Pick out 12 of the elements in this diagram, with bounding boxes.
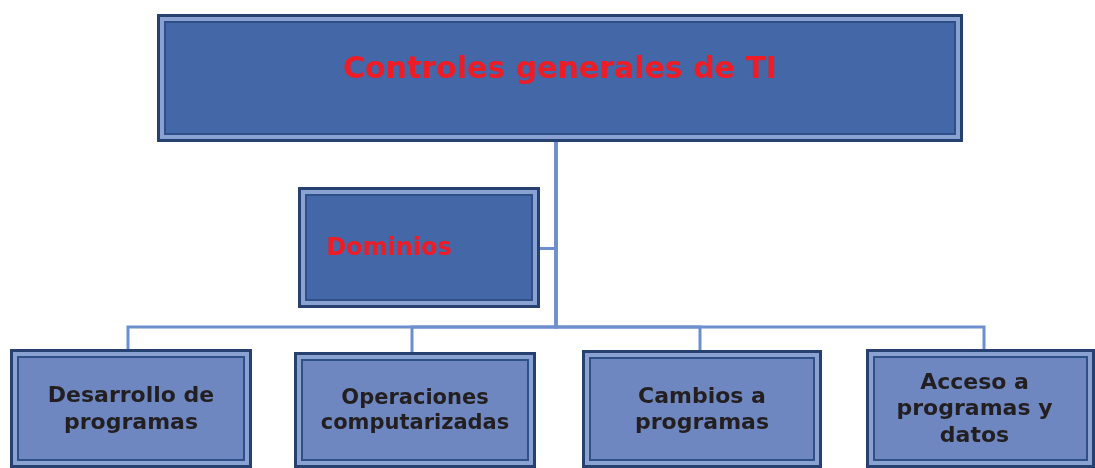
process-box — [10, 349, 252, 468]
process-box — [157, 14, 963, 142]
box-label: Operaciones computarizadas — [319, 384, 511, 436]
box-label: Controles generales de TI — [342, 50, 778, 86]
box-label: Acceso a programas y datos — [895, 368, 1054, 449]
process-box — [298, 187, 540, 308]
process-box — [582, 350, 822, 468]
process-box — [294, 352, 536, 468]
box-label: Desarrollo de programas — [46, 382, 216, 435]
box-label: Dominios — [326, 233, 452, 262]
box-label: Cambios a programas — [634, 382, 770, 436]
process-box — [866, 349, 1095, 468]
